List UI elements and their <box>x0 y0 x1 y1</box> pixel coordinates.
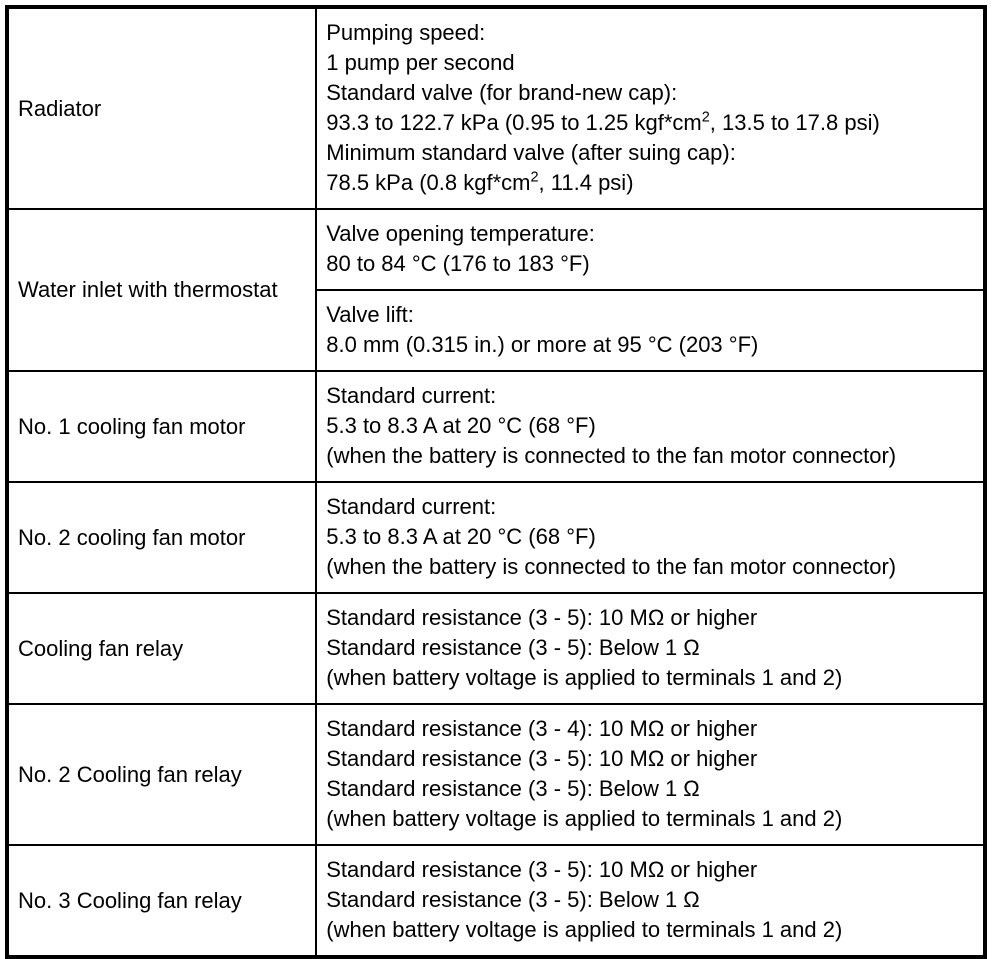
specification-line: Standard resistance (3 - 5): Below 1 Ω <box>326 887 700 912</box>
specification-line: 80 to 84 °C (176 to 183 °F) <box>326 251 590 276</box>
specification-value-cell: Standard resistance (3 - 5): 10 MΩ or hi… <box>316 592 985 704</box>
specification-value-cell: Valve opening temperature: 80 to 84 °C (1… <box>316 208 985 371</box>
specification-block: Standard resistance (3 - 4): 10 MΩ or hi… <box>317 705 983 844</box>
specification-block: Standard current: 5.3 to 8.3 A at 20 °C (… <box>317 372 983 481</box>
specification-block: Standard current: 5.3 to 8.3 A at 20 °C (… <box>317 483 983 592</box>
item-label: Water inlet with thermostat <box>7 208 318 371</box>
specification-line: 5.3 to 8.3 A at 20 °C (68 °F) <box>326 413 596 438</box>
specification-value-cell: Standard resistance (3 - 4): 10 MΩ or hi… <box>316 703 985 845</box>
item-label: No. 3 Cooling fan relay <box>7 844 318 957</box>
specification-line: 8.0 mm (0.315 in.) or more at 95 °C (203… <box>326 332 759 357</box>
specification-line: (when battery voltage is applied to term… <box>326 665 843 690</box>
specification-text: , 11.4 psi) <box>538 170 634 195</box>
superscript-exponent: 2 <box>530 169 539 186</box>
specification-value-cell: Standard resistance (3 - 5): 10 MΩ or hi… <box>316 844 985 957</box>
table-row: Cooling fan relay Standard resistance (3 … <box>7 592 985 704</box>
specification-line: Standard resistance (3 - 5): 10 MΩ or hi… <box>326 857 758 882</box>
specification-value-cell: Standard current: 5.3 to 8.3 A at 20 °C (… <box>316 481 985 593</box>
specification-block: Valve lift: 8.0 mm (0.315 in.) or more at… <box>317 289 983 370</box>
specification-line: Standard resistance (3 - 4): 10 MΩ or hi… <box>326 716 758 741</box>
specification-line: Standard valve (for brand-new cap): <box>326 80 678 105</box>
item-label: No. 1 cooling fan motor <box>7 370 318 482</box>
item-label: No. 2 cooling fan motor <box>7 481 318 593</box>
specification-block: Standard resistance (3 - 5): 10 MΩ or hi… <box>317 594 983 703</box>
specification-value-cell: Standard current: 5.3 to 8.3 A at 20 °C (… <box>316 370 985 482</box>
specification-line: (when battery voltage is applied to term… <box>326 917 843 942</box>
item-label: No. 2 Cooling fan relay <box>7 703 318 845</box>
specification-line: Standard resistance (3 - 5): Below 1 Ω <box>326 635 700 660</box>
specification-text: 93.3 to 122.7 kPa (0.95 to 1.25 kgf*cm <box>326 110 702 135</box>
specification-block: Standard resistance (3 - 5): 10 MΩ or hi… <box>317 846 983 955</box>
specification-text: 78.5 kPa (0.8 kgf*cm <box>326 170 531 195</box>
item-label: Cooling fan relay <box>7 592 318 704</box>
specification-line: (when battery voltage is applied to term… <box>326 806 843 831</box>
specification-line: Valve lift: <box>326 302 414 327</box>
specification-line: Minimum standard valve (after suing cap)… <box>326 140 736 165</box>
specification-line: (when the battery is connected to the fa… <box>326 443 897 468</box>
specification-text: , 13.5 to 17.8 psi) <box>709 110 880 135</box>
specification-line: 78.5 kPa (0.8 kgf*cm2, 11.4 psi) <box>326 168 979 198</box>
specification-line: Standard resistance (3 - 5): 10 MΩ or hi… <box>326 605 758 630</box>
superscript-exponent: 2 <box>701 109 710 126</box>
specification-line: Standard resistance (3 - 5): 10 MΩ or hi… <box>326 746 758 771</box>
specification-line: Pumping speed: <box>326 20 486 45</box>
item-label: Radiator <box>7 7 318 209</box>
specification-line: Standard current: <box>326 494 497 519</box>
specification-line: (when the battery is connected to the fa… <box>326 554 897 579</box>
specification-block: Valve opening temperature: 80 to 84 °C (1… <box>317 210 983 289</box>
specification-line: 93.3 to 122.7 kPa (0.95 to 1.25 kgf*cm2,… <box>326 108 979 138</box>
specification-line: 5.3 to 8.3 A at 20 °C (68 °F) <box>326 524 596 549</box>
specification-line: Valve opening temperature: <box>326 221 595 246</box>
specification-line: Standard current: <box>326 383 497 408</box>
table-row: No. 3 Cooling fan relay Standard resistan… <box>7 844 985 957</box>
specification-line: 1 pump per second <box>326 50 515 75</box>
specification-line: Standard resistance (3 - 5): Below 1 Ω <box>326 776 700 801</box>
